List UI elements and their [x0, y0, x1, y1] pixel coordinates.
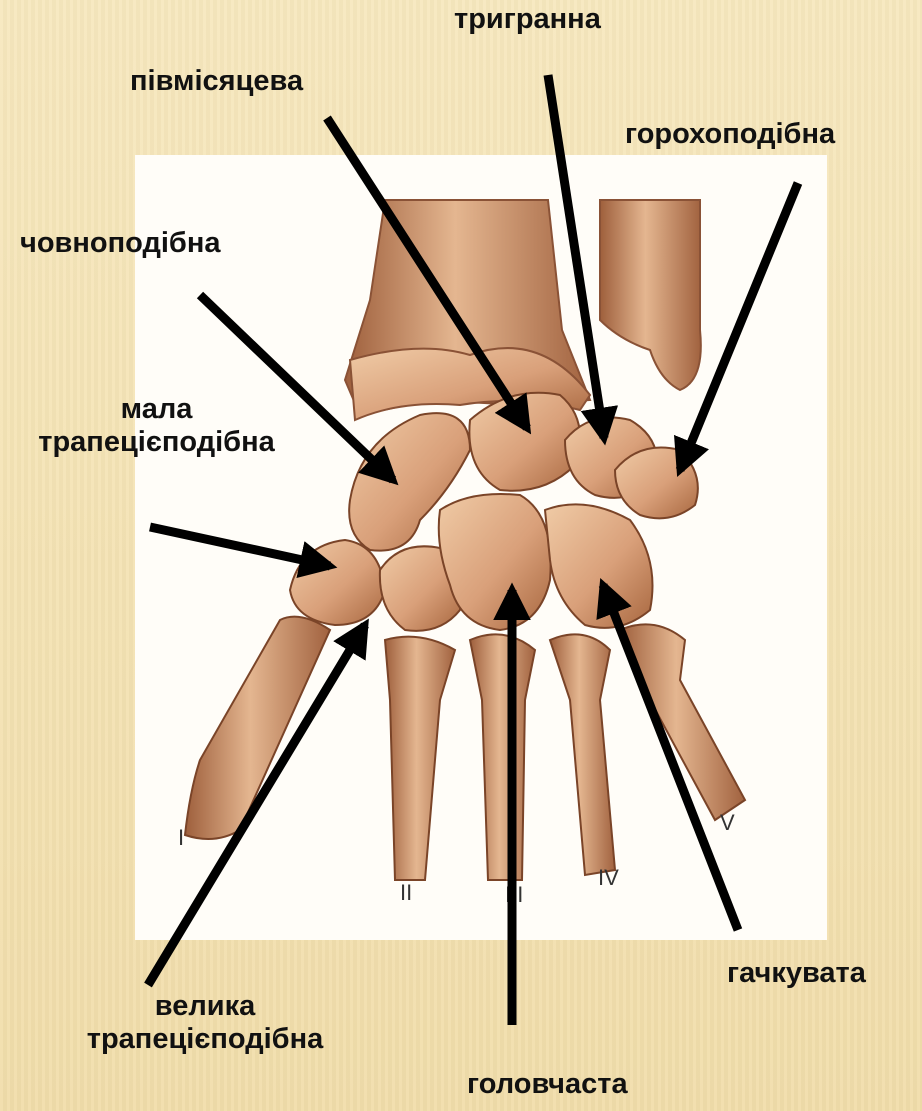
- label-pisiform: горохоподібна: [625, 118, 835, 151]
- label-trapezium: велика трапецієподібна: [55, 990, 355, 1057]
- label-scaphoid: човноподібна: [20, 227, 220, 260]
- arrow-trapezoid: [150, 527, 330, 566]
- metacarpal-numeral-2: II: [400, 880, 412, 905]
- label-trapezoid-line2: трапецієподібна: [14, 426, 299, 459]
- label-trapezoid-line1: мала: [14, 393, 299, 426]
- label-triquetrum: тригранна: [454, 3, 601, 36]
- label-trapezium-line1: велика: [55, 990, 355, 1023]
- metacarpal-numeral-5: V: [720, 810, 735, 835]
- metacarpal-numeral-4: IV: [598, 865, 619, 890]
- metacarpal-4: [550, 634, 615, 875]
- label-lunate: півмісяцева: [130, 65, 303, 98]
- label-hamate: гачкувата: [727, 957, 866, 990]
- label-trapezium-line2: трапецієподібна: [55, 1023, 355, 1056]
- label-capitate: головчаста: [467, 1068, 628, 1101]
- label-trapezoid: мала трапецієподібна: [14, 393, 299, 460]
- metacarpal-numeral-1: I: [178, 825, 184, 850]
- lunate-bone: [469, 393, 580, 491]
- metacarpal-3: [470, 634, 535, 880]
- ulna-bone: [600, 200, 701, 390]
- hamate-bone: [545, 504, 653, 627]
- trapezium-bone: [290, 540, 385, 625]
- metacarpal-2: [385, 637, 455, 880]
